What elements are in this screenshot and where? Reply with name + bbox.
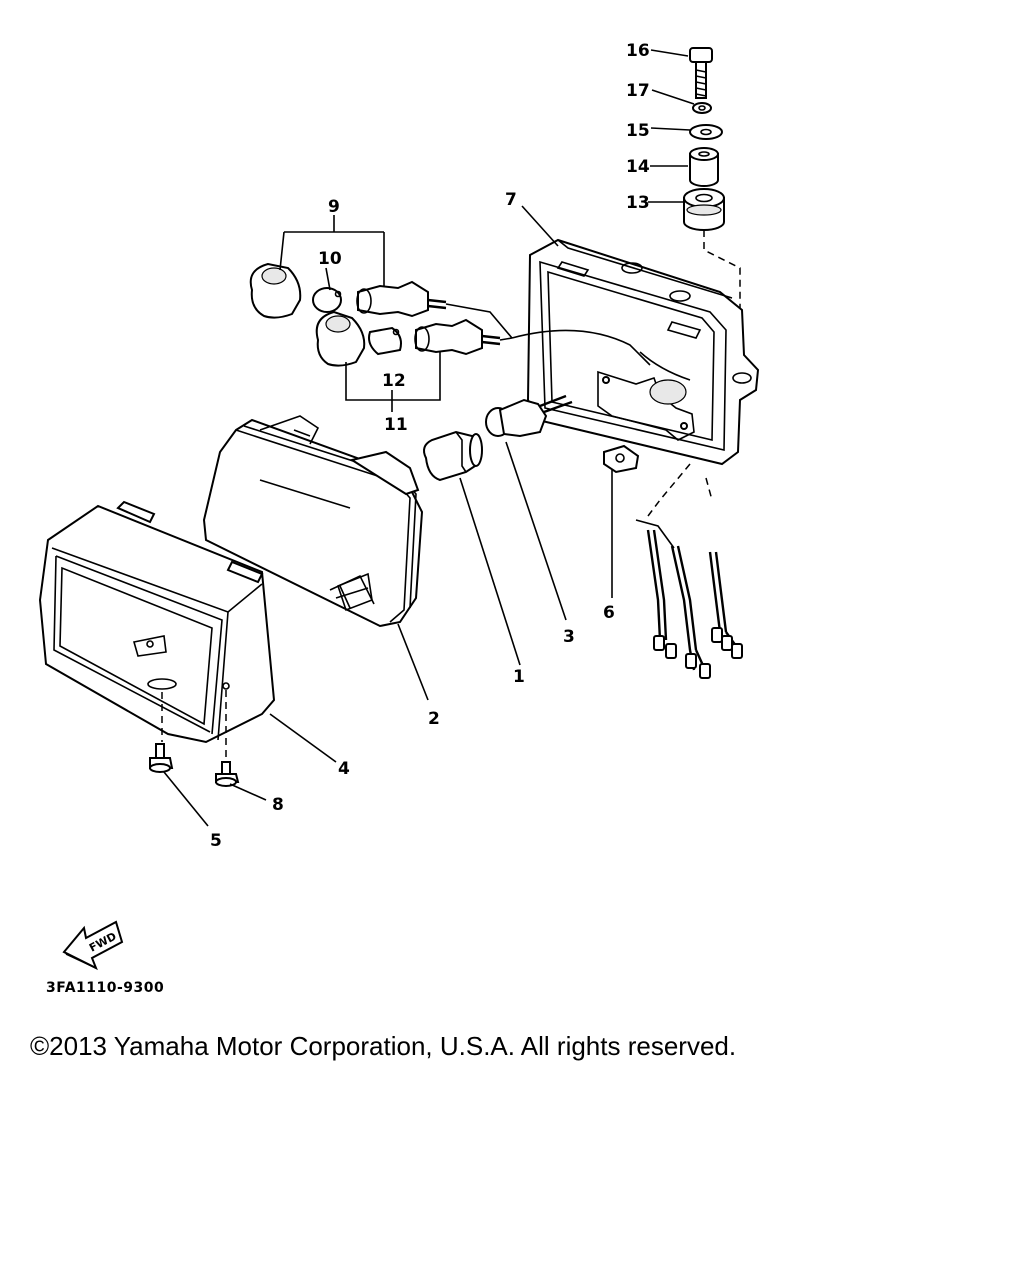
part-13-grommet — [683, 188, 725, 231]
label-7: 7 — [505, 190, 517, 210]
part-17-lock-washer — [692, 102, 712, 114]
label-9: 9 — [328, 197, 340, 217]
label-13: 13 — [626, 193, 650, 213]
part-4-headlight-rim — [38, 500, 276, 744]
part-7-headlight-housing — [526, 238, 760, 466]
part-9-socket-lower — [315, 310, 366, 367]
part-8-screw — [215, 761, 240, 787]
part-labels: 16 17 15 14 13 7 9 10 12 11 3 6 1 2 4 8 … — [210, 41, 650, 851]
bolt-center-line — [703, 230, 741, 360]
label-5: 5 — [210, 831, 222, 851]
wire-harness — [635, 463, 743, 679]
part-2-headlight-unit — [202, 415, 424, 628]
label-17: 17 — [626, 81, 650, 101]
label-2: 2 — [428, 709, 440, 729]
label-8: 8 — [272, 795, 284, 815]
label-11: 11 — [384, 415, 408, 435]
label-16: 16 — [626, 41, 650, 61]
label-4: 4 — [338, 759, 350, 779]
part-6-nut — [603, 444, 640, 474]
part-9-socket-upper — [249, 262, 302, 319]
part-1-bulb — [423, 430, 483, 482]
part-3-bulb-socket — [485, 394, 573, 438]
part-10-bulb-upper — [312, 287, 342, 313]
part-11-lamp-socket-lower — [414, 318, 501, 356]
label-3: 3 — [563, 627, 575, 647]
label-10: 10 — [318, 249, 342, 269]
label-6: 6 — [603, 603, 615, 623]
part-15-washer — [689, 124, 723, 140]
screw-center-lines — [161, 690, 227, 760]
leader-lines — [163, 49, 695, 827]
fwd-arrow-icon: FWD — [62, 920, 124, 971]
label-1: 1 — [513, 667, 525, 687]
label-12: 12 — [382, 371, 406, 391]
part-12-bulb-lower — [368, 326, 402, 356]
part-16-bolt — [689, 47, 713, 99]
label-14: 14 — [626, 157, 650, 177]
part-9-lamp-socket-upper — [356, 280, 447, 318]
drawing-code: 3FA1110-9300 — [46, 980, 165, 996]
copyright-notice: ©2013 Yamaha Motor Corporation, U.S.A. A… — [30, 1031, 737, 1061]
part-5-screw — [149, 743, 174, 773]
label-15: 15 — [626, 121, 650, 141]
part-14-collar — [689, 147, 719, 187]
